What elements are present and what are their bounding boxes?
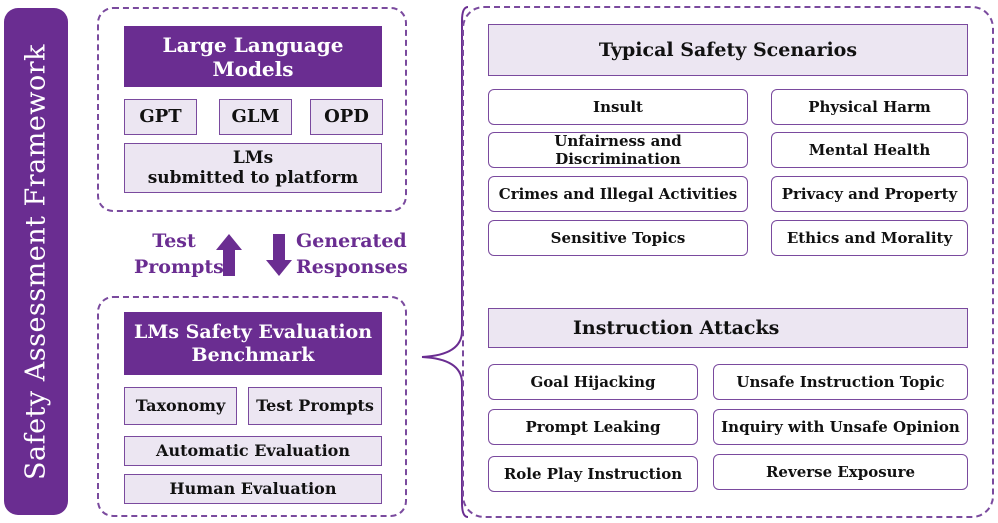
scenario-crimes: Crimes and Illegal Activities: [488, 176, 748, 212]
test-prompts-line1: Test: [152, 230, 196, 252]
framework-sidebar: Safety Assessment Framework: [4, 8, 68, 515]
benchmark-panel: [97, 296, 407, 517]
generated-responses-label: Generated Responses: [296, 229, 408, 280]
up-arrow-icon: [216, 234, 242, 276]
scenario-mental-health: Mental Health: [771, 132, 968, 168]
curly-brace: [421, 6, 469, 518]
test-prompts-box: Test Prompts: [248, 387, 382, 425]
automatic-evaluation-box: Automatic Evaluation: [124, 436, 382, 466]
lms-submitted-line2: submitted to platform: [147, 168, 359, 188]
lms-submitted: LMs submitted to platform: [124, 143, 382, 193]
attack-reverse-exposure: Reverse Exposure: [713, 454, 968, 490]
attack-goal-hijacking: Goal Hijacking: [488, 364, 698, 400]
attack-unsafe-instruction-topic: Unsafe Instruction Topic: [713, 364, 968, 400]
generated-responses-line1: Generated: [296, 230, 407, 252]
down-arrow-icon: [266, 234, 292, 276]
model-glm: GLM: [219, 99, 292, 135]
benchmark-header-line2: Benchmark: [191, 343, 315, 366]
generated-responses-line2: Responses: [296, 255, 408, 278]
llm-panel: [97, 7, 407, 212]
scenario-unfairness: Unfairness and Discrimination: [488, 132, 748, 168]
model-gpt: GPT: [124, 99, 197, 135]
scenario-physical-harm: Physical Harm: [771, 89, 968, 125]
scenario-sensitive-topics: Sensitive Topics: [488, 220, 748, 256]
taxonomy-box: Taxonomy: [124, 387, 237, 425]
attack-inquiry-unsafe-opinion: Inquiry with Unsafe Opinion: [713, 409, 968, 445]
human-evaluation-box: Human Evaluation: [124, 474, 382, 504]
scenario-insult: Insult: [488, 89, 748, 125]
scenario-ethics: Ethics and Morality: [771, 220, 968, 256]
benchmark-header-line1: LMs Safety Evaluation: [133, 320, 373, 343]
test-prompts-line2: Prompts: [134, 255, 224, 278]
scenarios-title: Typical Safety Scenarios: [488, 24, 968, 76]
scenario-privacy: Privacy and Property: [771, 176, 968, 212]
model-opd: OPD: [310, 99, 383, 135]
attack-prompt-leaking: Prompt Leaking: [488, 409, 698, 445]
llm-header: Large Language Models: [124, 26, 382, 87]
benchmark-header: LMs Safety Evaluation Benchmark: [124, 312, 382, 375]
lms-submitted-line1: LMs: [232, 147, 274, 168]
attack-role-play: Role Play Instruction: [488, 456, 698, 492]
test-prompts-label: Test Prompts: [134, 229, 224, 280]
attacks-title: Instruction Attacks: [488, 308, 968, 348]
framework-title: Safety Assessment Framework: [20, 43, 52, 480]
right-panel: [462, 6, 994, 518]
